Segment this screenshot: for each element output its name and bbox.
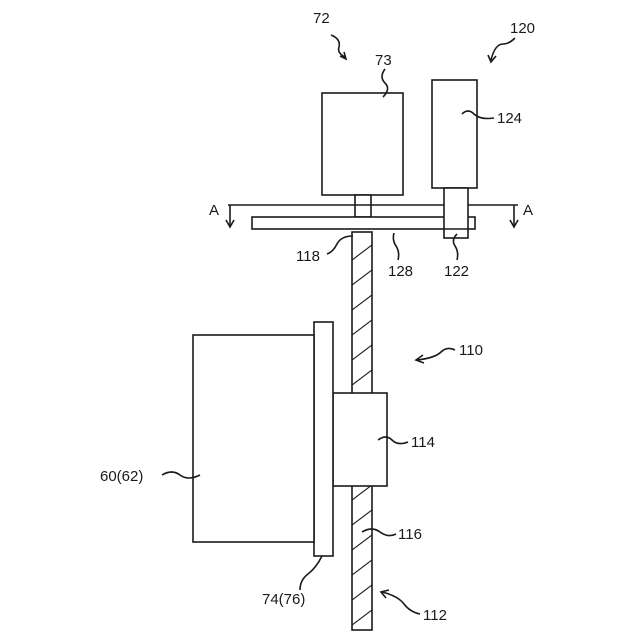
label-128: 128 <box>388 263 413 280</box>
label-116: 116 <box>398 526 422 543</box>
leader-112 <box>382 592 420 614</box>
label-60-62: 60(62) <box>100 468 143 485</box>
label-122: 122 <box>444 263 469 280</box>
label-a-left: A <box>209 202 219 219</box>
plate-128 <box>252 217 475 229</box>
label-73: 73 <box>375 52 392 69</box>
label-72: 72 <box>313 10 330 27</box>
bracket-74 <box>314 322 333 556</box>
motor-shaft <box>355 195 371 217</box>
motor-73 <box>322 93 403 195</box>
label-a-right: A <box>523 202 533 219</box>
leader-110 <box>417 348 455 360</box>
label-110: 110 <box>459 342 483 359</box>
leader-72 <box>331 35 345 57</box>
leader-74 <box>300 556 322 590</box>
label-118: 118 <box>296 248 320 265</box>
label-74-76: 74(76) <box>262 591 305 608</box>
leader-128 <box>393 233 398 260</box>
leader-118 <box>327 236 353 254</box>
sensor-124 <box>432 80 477 188</box>
sensor-shaft-122 <box>444 188 468 238</box>
label-120: 120 <box>510 20 535 37</box>
body-60 <box>193 335 314 542</box>
label-112: 112 <box>423 607 447 624</box>
label-114: 114 <box>411 434 435 451</box>
label-124: 124 <box>497 110 522 127</box>
